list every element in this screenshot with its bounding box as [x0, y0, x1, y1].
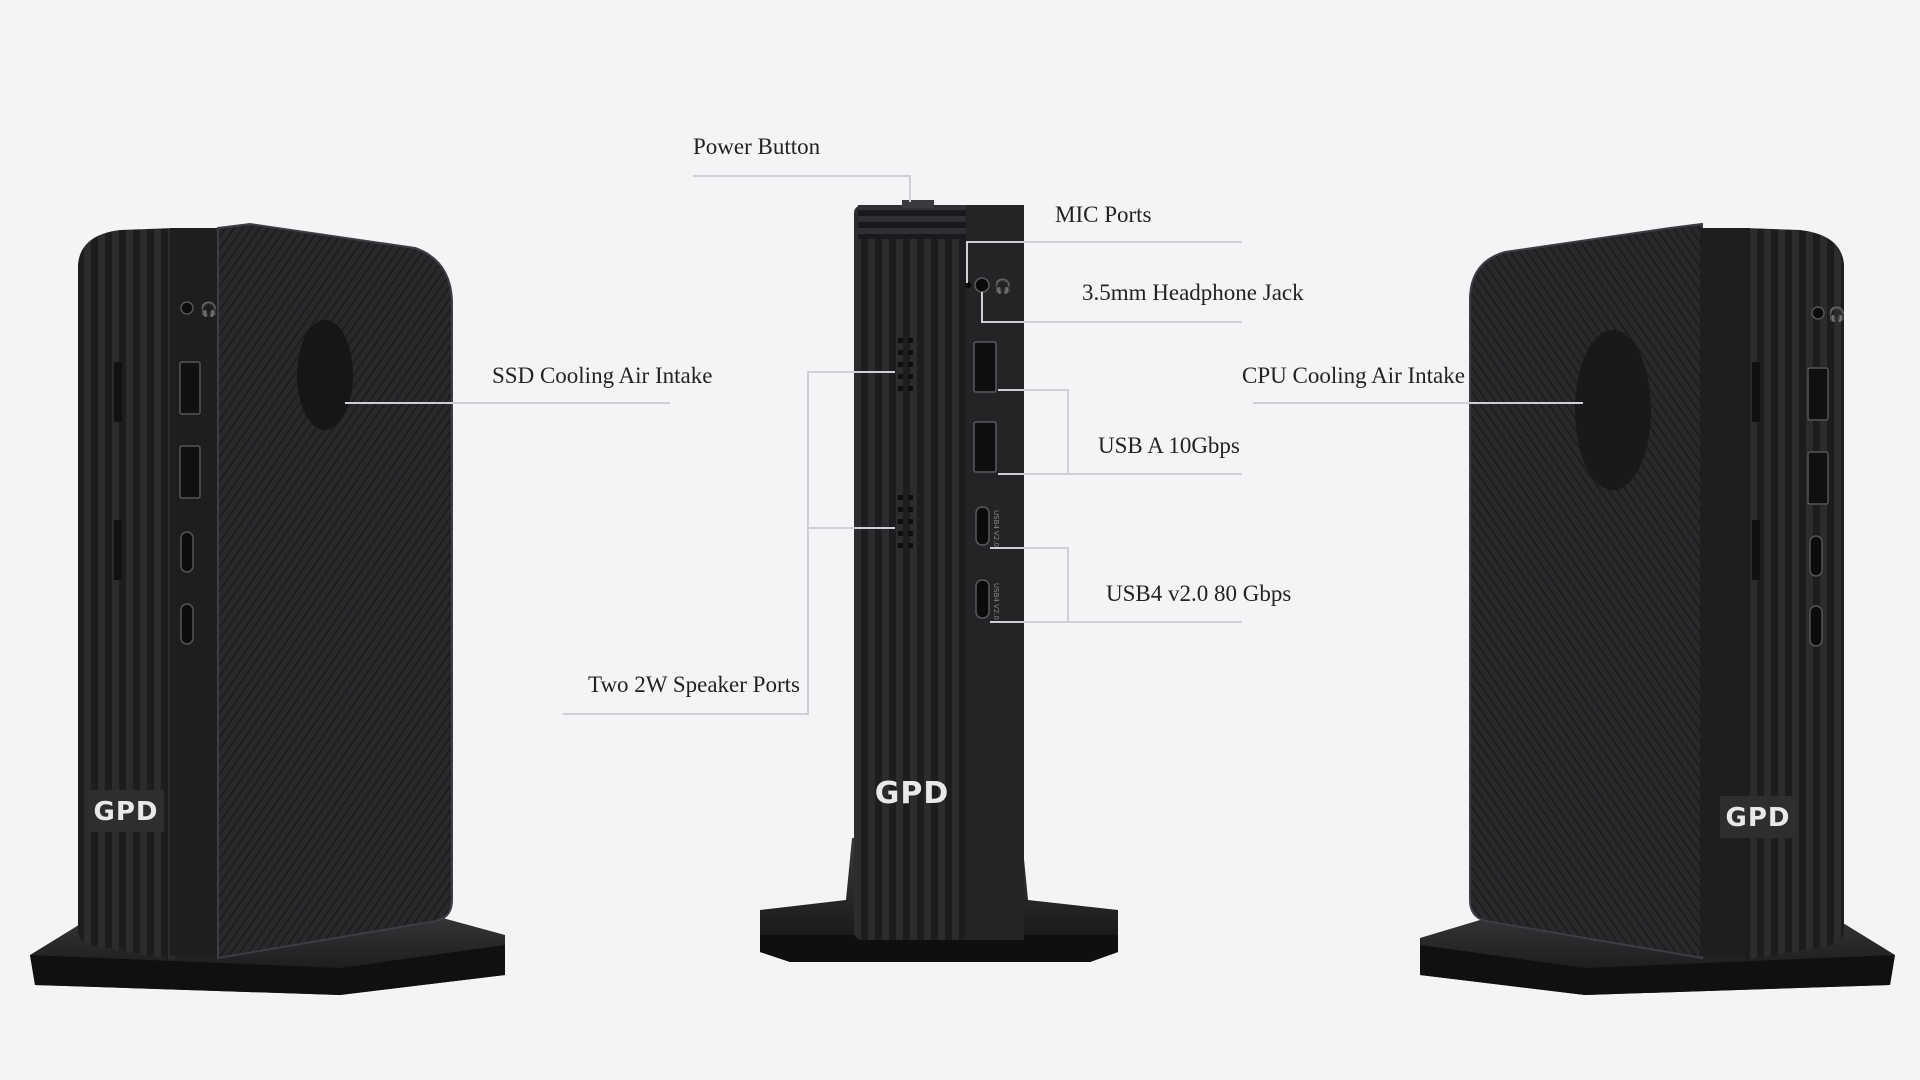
center-power-button	[902, 200, 934, 208]
usb4-port-marking-2: USB4 V2.0	[992, 583, 1000, 620]
left-ribbed-side	[78, 228, 175, 960]
svg-text:🎧: 🎧	[994, 278, 1011, 295]
label-power-button: Power Button	[693, 134, 821, 159]
leader-headphone-jack	[981, 292, 1242, 323]
leader-usb4	[990, 547, 1069, 623]
left-ssd-intake-grille	[297, 320, 353, 430]
center-usb-a-port-2	[973, 421, 997, 473]
usb4-port-marking-1: USB4 V2.0	[992, 510, 1000, 547]
leader-usb-a	[998, 389, 1069, 475]
center-logo: GPD	[875, 776, 950, 811]
label-headphone-jack: 3.5mm Headphone Jack	[1082, 280, 1304, 305]
center-speaker-grille-top	[898, 338, 913, 391]
leader-power-button	[693, 175, 911, 202]
callout-leader-lines	[345, 175, 1583, 715]
center-speaker-grille-bottom	[898, 495, 913, 548]
label-ssd-intake: SSD Cooling Air Intake	[492, 363, 713, 388]
left-main-panel	[218, 224, 452, 958]
center-usb-a-port-1	[973, 341, 997, 393]
label-usb4: USB4 v2.0 80 Gbps	[1106, 581, 1292, 606]
left-device-view: 🎧 GPD	[30, 222, 505, 995]
right-logo: GPD	[1726, 803, 1791, 833]
label-usb-a: USB A 10Gbps	[1098, 433, 1240, 458]
center-ribbed-front	[854, 205, 966, 940]
svg-text:🎧: 🎧	[200, 301, 217, 318]
label-cpu-intake: CPU Cooling Air Intake	[1242, 363, 1465, 388]
right-device-view: 🎧 GPD	[1420, 222, 1895, 995]
label-mic-ports: MIC Ports	[1055, 202, 1152, 227]
leader-mic-ports	[966, 241, 1242, 283]
right-main-panel	[1470, 224, 1702, 958]
label-speaker-ports: Two 2W Speaker Ports	[588, 672, 800, 697]
center-device-view: 🎧 USB4 V2.0 USB4 V2.0 GPD	[760, 200, 1118, 962]
svg-text:🎧: 🎧	[1828, 306, 1845, 323]
left-logo: GPD	[94, 797, 159, 827]
center-usb4-port-1	[975, 506, 990, 546]
leader-speaker-ports	[807, 371, 895, 529]
right-ribbed-side	[1745, 228, 1844, 960]
right-cpu-intake-grille	[1575, 330, 1651, 490]
center-usb4-port-2	[975, 579, 990, 619]
